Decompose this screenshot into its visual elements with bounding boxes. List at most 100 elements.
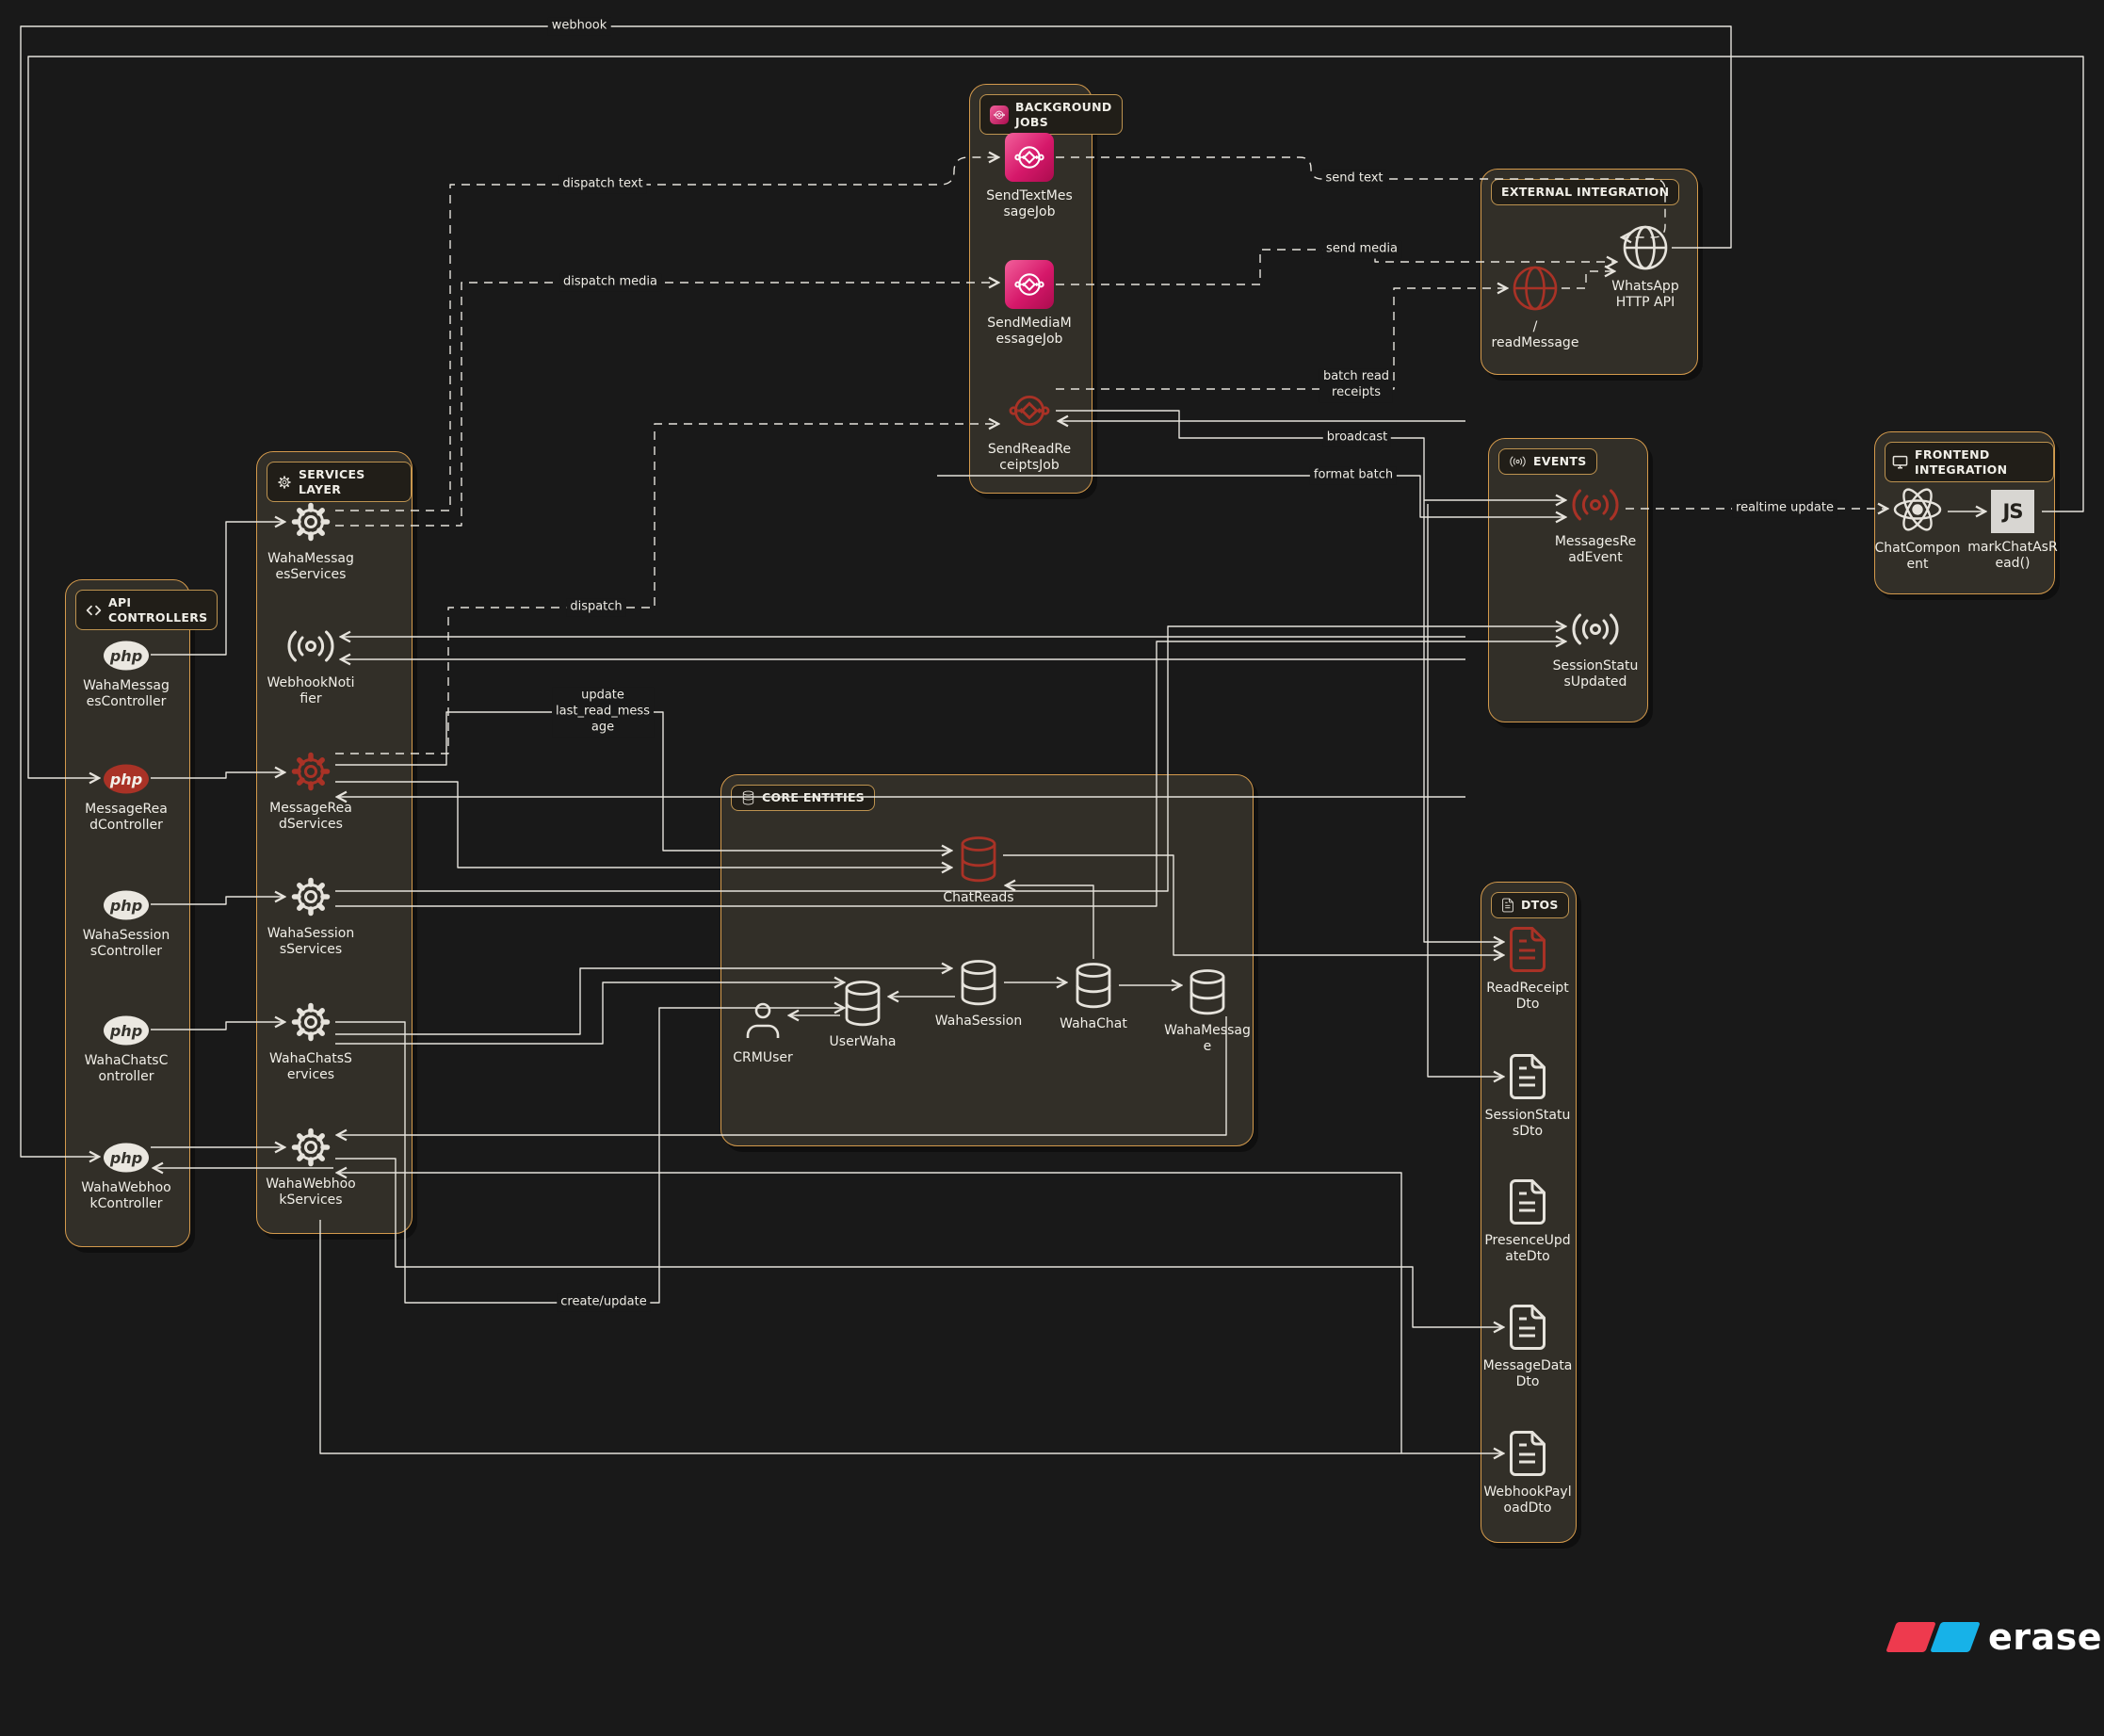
database-icon [1185, 967, 1230, 1016]
group-external-integration[interactable]: EXTERNAL INTEGRATION [1481, 169, 1698, 375]
edge-markchatasread-loop[interactable] [27, 56, 2084, 778]
edge-format-batch[interactable] [937, 475, 1565, 517]
edge-to-messagedata-dto[interactable] [335, 1158, 1503, 1327]
node-label: markChatAsR ead() [1967, 540, 2058, 572]
edge-to-sessionstatus-dto[interactable] [1427, 504, 1503, 1077]
node-waha-session[interactable]: WahaSession [926, 958, 1031, 1030]
edge-label-dispatch[interactable]: dispatch [566, 598, 626, 617]
edge-to-wahasession[interactable] [335, 968, 951, 1035]
edge-label-webhook[interactable]: webhook [547, 17, 611, 36]
group-services-layer[interactable]: SERVICES LAYER [256, 451, 413, 1234]
edge-label-batch-read-receipts[interactable]: batch read receipts [1319, 368, 1394, 402]
edge-label-dispatch-media[interactable]: dispatch media [559, 273, 661, 292]
edge-label-dispatch-text[interactable]: dispatch text [558, 175, 647, 194]
edge-send-text[interactable] [1056, 156, 1666, 237]
edge-send-media[interactable] [1056, 249, 1616, 285]
node-waha-sessions-controller[interactable]: php WahaSession sController [73, 889, 179, 961]
edge-dispatch-text[interactable] [335, 157, 998, 511]
node-send-text-message-job[interactable]: SendTextMes sageJob [977, 133, 1082, 221]
edge-readmessage-to-whatsapp[interactable] [1562, 271, 1614, 289]
edge-label-broadcast[interactable]: broadcast [1322, 429, 1392, 447]
broadcast-icon [284, 624, 337, 669]
node-waha-chats-services[interactable]: WahaChatsS ervices [258, 999, 364, 1084]
database-icon [956, 835, 1001, 884]
node-whatsapp-http-api[interactable]: WhatsApp HTTP API [1593, 223, 1698, 312]
edge-webhook-loop[interactable] [20, 25, 1732, 1157]
edge-label-send-text[interactable]: send text [1321, 170, 1387, 188]
edge-batch-read-receipts[interactable] [1056, 288, 1507, 390]
node-session-status-updated[interactable]: SessionStatu sUpdated [1543, 607, 1648, 691]
edge-wahamessage-to-webhook-service[interactable] [337, 1016, 1227, 1135]
node-waha-messages-controller[interactable]: php WahaMessag esController [73, 640, 179, 711]
edge-to-readreceipt-dto-1[interactable] [1423, 500, 1503, 942]
node-waha-message[interactable]: WahaMessag e [1155, 967, 1260, 1056]
node-webhook-payload-dto[interactable]: WebhookPayl oadDto [1475, 1429, 1580, 1517]
group-external-badge: EXTERNAL INTEGRATION [1491, 179, 1680, 205]
edge-to-webhookpayload-dto[interactable] [319, 1220, 1503, 1453]
group-title: FRONTEND INTEGRATION [1915, 447, 2008, 477]
edge-dispatch-media[interactable] [335, 283, 998, 527]
document-icon [1507, 925, 1548, 974]
node-read-receipt-dto[interactable]: ReadReceipt Dto [1475, 925, 1580, 1014]
node-crm-user[interactable]: CRMUser [710, 998, 816, 1066]
edge-sessions-controller-to-service[interactable] [151, 897, 284, 905]
node-message-data-dto[interactable]: MessageData Dto [1475, 1303, 1580, 1391]
svg-text:php: php [109, 897, 142, 915]
group-events[interactable]: EVENTS [1488, 438, 1648, 722]
group-core-entities[interactable]: CORE ENTITIES [720, 774, 1254, 1146]
node-chat-reads[interactable]: ChatReads [926, 835, 1031, 906]
edge-read-controller-to-service[interactable] [151, 772, 284, 779]
node-waha-chats-controller[interactable]: php WahaChatsC ontroller [73, 1014, 179, 1086]
node-label: MessagesRe adEvent [1554, 534, 1637, 566]
broadcast-icon [1569, 482, 1622, 527]
node-webhook-notifier[interactable]: WebhookNoti fier [258, 624, 364, 708]
node-label: WahaMessag esServices [267, 551, 354, 583]
node-message-read-services[interactable]: MessageRea dServices [258, 749, 364, 834]
node-session-status-dto[interactable]: SessionStatu sDto [1475, 1052, 1580, 1141]
node-waha-webhook-services[interactable]: WahaWebhoo kServices [258, 1125, 364, 1209]
edge-messages-controller-to-service[interactable] [151, 522, 284, 656]
node-label: WebhookPayl oadDto [1483, 1485, 1572, 1517]
node-chat-component[interactable]: ChatCompon ent [1865, 485, 1970, 574]
edge-chatreads-to-readreceipt-dto[interactable] [1003, 854, 1503, 955]
node-waha-sessions-services[interactable]: WahaSession sServices [258, 874, 364, 959]
globe-icon [1511, 264, 1560, 313]
group-title: API CONTROLLERS [108, 595, 208, 625]
node-send-media-message-job[interactable]: SendMediaM essageJob [977, 260, 1082, 349]
edge-label-format-batch[interactable]: format batch [1309, 466, 1398, 485]
edge-label-realtime-update[interactable]: realtime update [1732, 499, 1837, 518]
edge-to-userwaha-2[interactable] [335, 982, 844, 1045]
group-services-badge: SERVICES LAYER [267, 462, 412, 503]
queue-job-icon [990, 105, 1009, 124]
node-presence-update-dto[interactable]: PresenceUpd ateDto [1475, 1177, 1580, 1266]
node-waha-webhook-controller[interactable]: php WahaWebhoo kController [73, 1142, 179, 1213]
node-waha-chat[interactable]: WahaChat [1041, 961, 1146, 1032]
edge-to-webhook-service-2[interactable] [337, 1173, 1402, 1453]
edge-label-update-last-read[interactable]: update last_read_mess age [552, 687, 654, 738]
edge-chats-controller-to-service[interactable] [151, 1022, 284, 1030]
node-label: SessionStatu sUpdated [1552, 658, 1639, 690]
node-waha-messages-services[interactable]: WahaMessag esServices [258, 499, 364, 584]
node-user-waha[interactable]: UserWaha [810, 979, 915, 1050]
node-messages-read-event[interactable]: MessagesRe adEvent [1543, 482, 1648, 567]
svg-text:php: php [109, 647, 142, 665]
edge-label-create-update[interactable]: create/update [557, 1293, 651, 1312]
document-icon [1507, 1429, 1548, 1478]
edge-sessions-to-event-2[interactable] [335, 641, 1565, 907]
edge-dispatch[interactable] [335, 424, 998, 754]
node-mark-chat-as-read[interactable]: JS markChatAsR ead() [1960, 490, 2065, 573]
svg-text:php: php [109, 771, 142, 788]
gear-icon [288, 874, 333, 919]
node-send-read-receipts-job[interactable]: SendReadRe ceiptsJob [977, 386, 1082, 475]
edge-broadcast[interactable] [1056, 410, 1565, 500]
group-frontend-integration[interactable]: FRONTEND INTEGRATION [1874, 431, 2055, 594]
edge-label-send-media[interactable]: send media [1322, 240, 1401, 259]
node-message-read-controller[interactable]: php MessageRea dController [73, 763, 179, 835]
node-read-message[interactable]: / readMessage [1482, 264, 1588, 352]
edge-sessions-to-event-1[interactable] [335, 626, 1565, 892]
gear-icon [288, 749, 333, 794]
group-api-controllers[interactable]: API CONTROLLERS [65, 579, 218, 1247]
edge-create-update[interactable] [335, 1008, 844, 1304]
edge-wahachat-to-chatreads[interactable] [1006, 885, 1094, 959]
edge-to-chatreads-2[interactable] [335, 781, 951, 868]
